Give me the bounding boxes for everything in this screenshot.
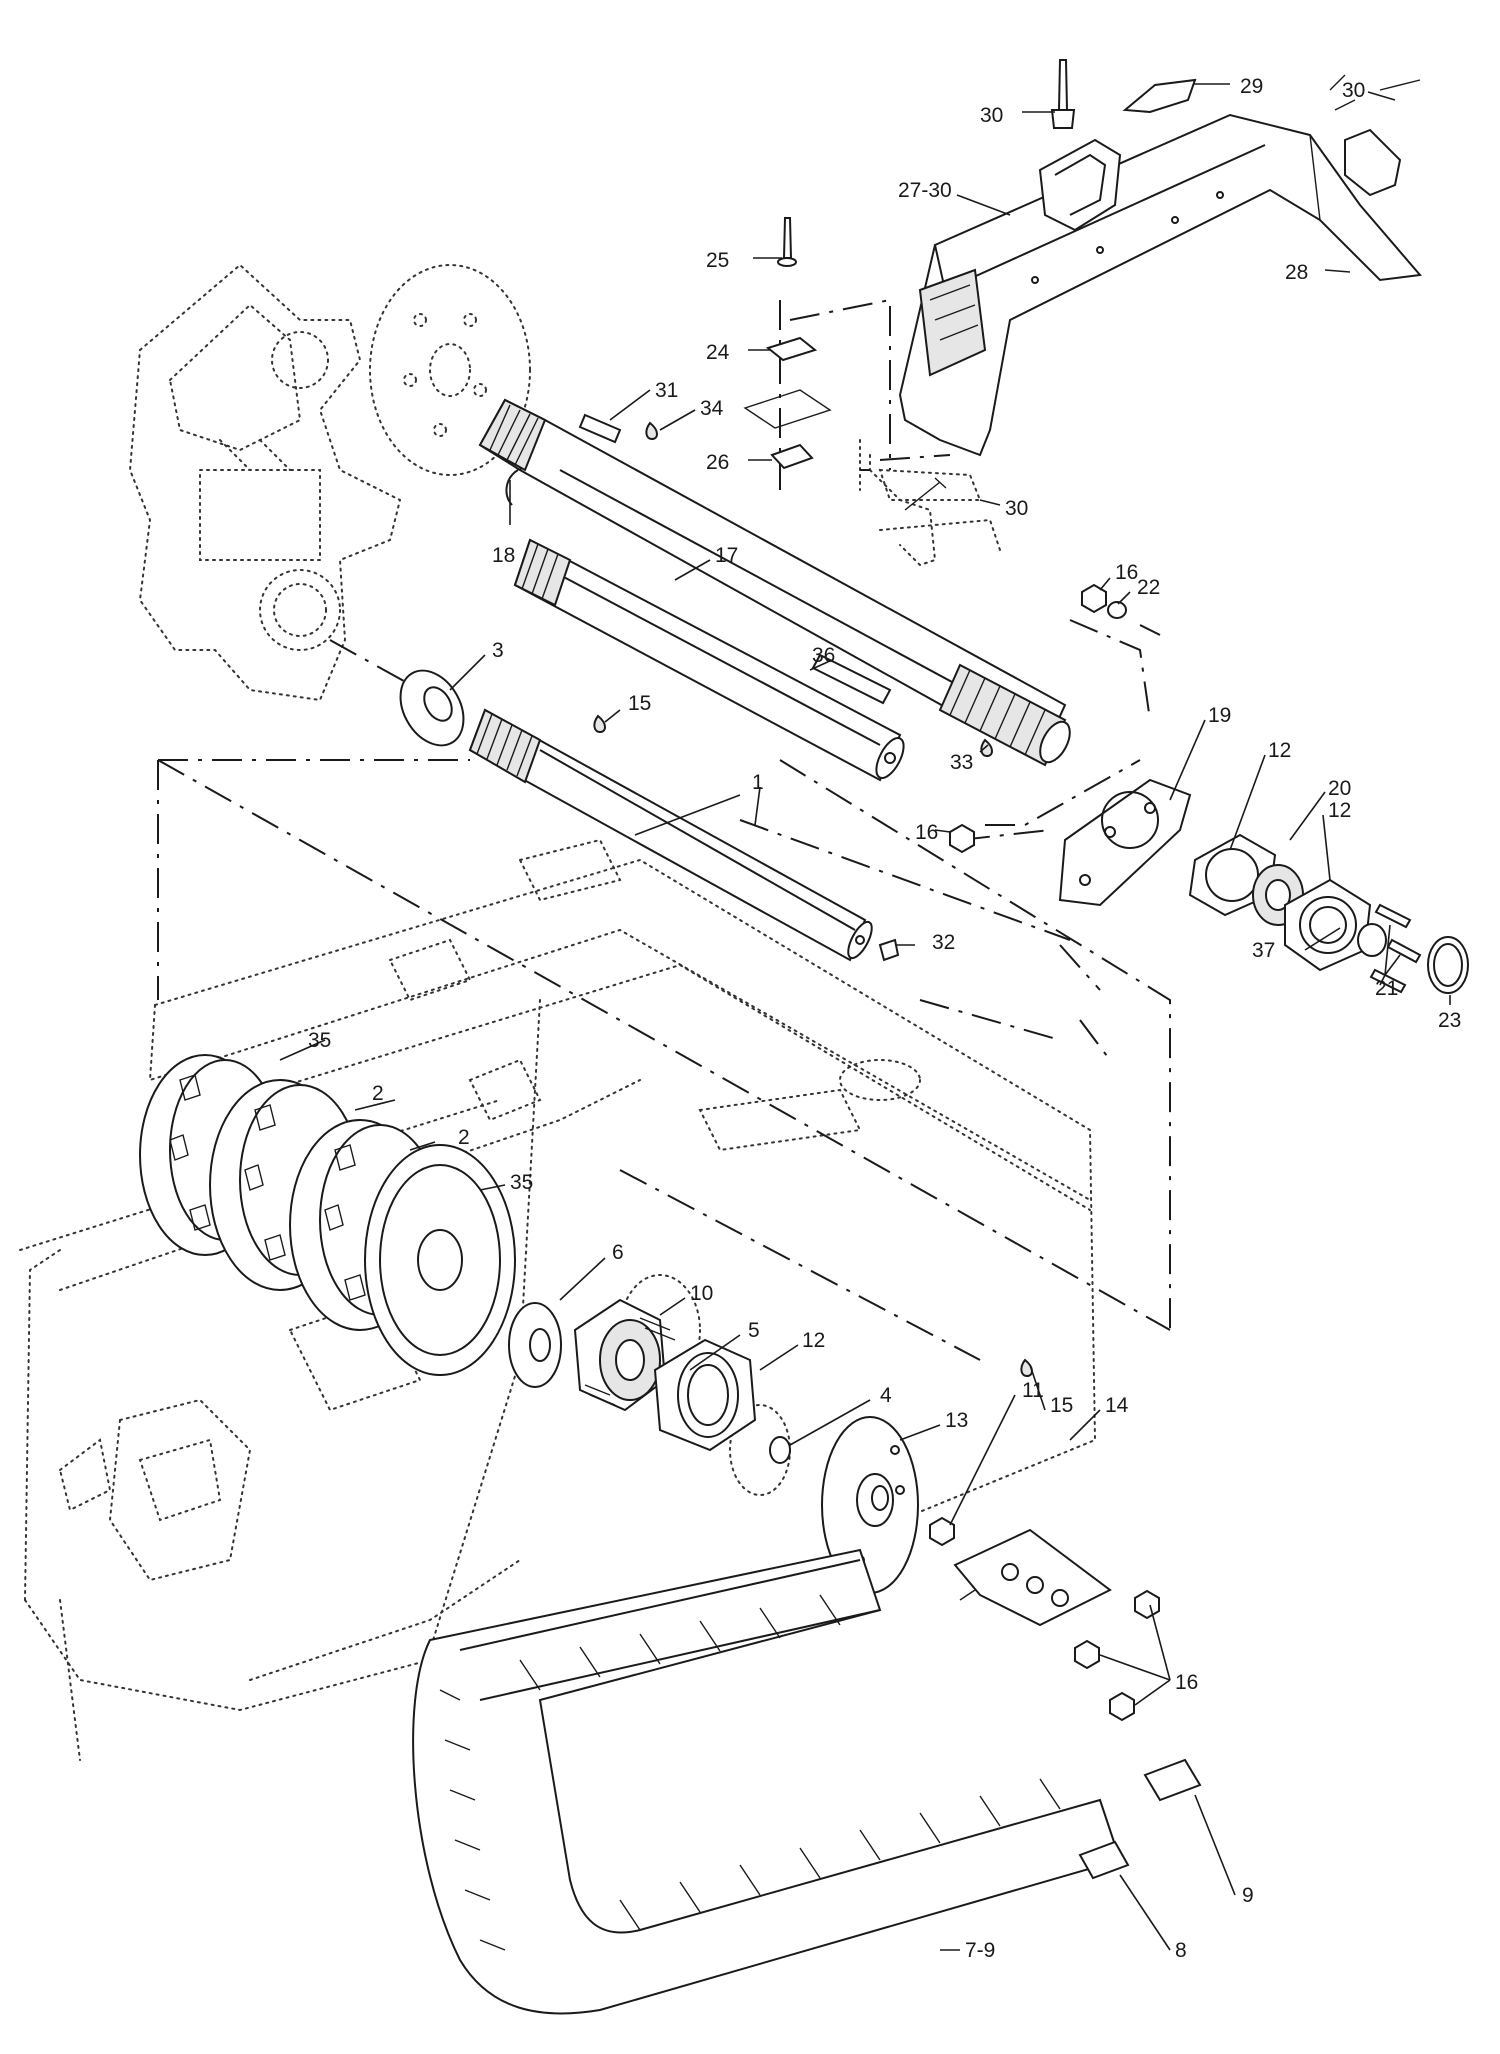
callout-14: 14 xyxy=(1105,1394,1129,1417)
cover-27-30-part xyxy=(898,113,1422,457)
callout-31: 31 xyxy=(655,379,679,402)
callout-24: 24 xyxy=(706,341,730,364)
washer-3-part xyxy=(399,669,465,747)
callout-16: 16 xyxy=(1115,561,1139,584)
lower-drive-shaft xyxy=(468,708,873,962)
brake-disc-outline xyxy=(369,264,531,476)
callout-18: 18 xyxy=(492,544,516,567)
callout-30: 30 xyxy=(1005,497,1029,520)
callout-36: 36 xyxy=(812,644,836,667)
callout-2: 2 xyxy=(372,1082,384,1105)
callout-25: 25 xyxy=(706,249,730,272)
callout-8: 8 xyxy=(1175,1939,1187,1962)
callout-29: 29 xyxy=(1240,75,1264,98)
callout-12: 12 xyxy=(1268,739,1292,762)
callout-26: 26 xyxy=(706,451,730,474)
callout-22: 22 xyxy=(1137,576,1161,599)
callout-16: 16 xyxy=(915,821,939,844)
right-fasteners xyxy=(878,583,1469,994)
clips-24-26 xyxy=(743,336,832,470)
callout-13: 13 xyxy=(945,1409,969,1432)
flange-13-part xyxy=(821,1416,919,1594)
corner-bracket xyxy=(1329,74,1402,197)
callout-7-9: 7-9 xyxy=(965,1939,996,1962)
callout-34: 34 xyxy=(700,397,724,420)
callout-23: 23 xyxy=(1438,1009,1462,1032)
upper-drive-shaft xyxy=(478,398,1071,767)
callout-4: 4 xyxy=(880,1384,892,1407)
lubricant-drops xyxy=(593,421,1033,1378)
cover-outline xyxy=(859,439,1001,567)
seal-6-part xyxy=(508,1302,562,1388)
callout-5: 5 xyxy=(748,1319,760,1342)
label-29-part xyxy=(1122,78,1197,114)
callout-27-30: 27-30 xyxy=(898,179,952,202)
circlip-18-part xyxy=(505,469,519,506)
callout-20: 20 xyxy=(1328,777,1352,800)
callout-35: 35 xyxy=(308,1029,332,1052)
shaft-keys xyxy=(578,413,892,705)
callout-35: 35 xyxy=(510,1171,534,1194)
callout-30: 30 xyxy=(980,104,1004,127)
callout-30: 30 xyxy=(1342,79,1366,102)
callout-9: 9 xyxy=(1242,1884,1254,1907)
callout-28: 28 xyxy=(1285,261,1309,284)
callout-17: 17 xyxy=(715,544,739,567)
bracket-14-part xyxy=(953,1528,1112,1627)
callout-32: 32 xyxy=(932,931,956,954)
callout-1: 1 xyxy=(752,771,764,794)
callout-6: 6 xyxy=(612,1241,624,1264)
callout-16: 16 xyxy=(1175,1671,1199,1694)
callout-10: 10 xyxy=(690,1282,714,1305)
callout-19: 19 xyxy=(1208,704,1232,727)
callout-2: 2 xyxy=(458,1126,470,1149)
track-7-9-part xyxy=(412,1548,1122,2015)
callout-12: 12 xyxy=(1328,799,1352,822)
callout-15: 15 xyxy=(628,692,652,715)
ring-4-part xyxy=(769,1436,791,1464)
chaincase-outline xyxy=(128,263,402,702)
callout-15: 15 xyxy=(1050,1394,1074,1417)
callout-21: 21 xyxy=(1375,977,1399,1000)
right-bearing-group xyxy=(1058,778,1387,972)
callout-3: 3 xyxy=(492,639,504,662)
track-clips-8-9 xyxy=(1078,1758,1202,1880)
middle-drive-shaft xyxy=(513,538,905,782)
drive-sprockets xyxy=(139,1054,516,1376)
callout-12: 12 xyxy=(802,1329,826,1352)
callout-11: 11 xyxy=(1022,1379,1044,1402)
callout-33: 33 xyxy=(950,751,974,774)
leader-lines xyxy=(279,83,1451,1951)
lower-nuts xyxy=(929,1516,1160,1722)
rivets xyxy=(777,59,1421,511)
left-bearing-group xyxy=(573,1298,757,1452)
callout-37: 37 xyxy=(1252,939,1276,962)
